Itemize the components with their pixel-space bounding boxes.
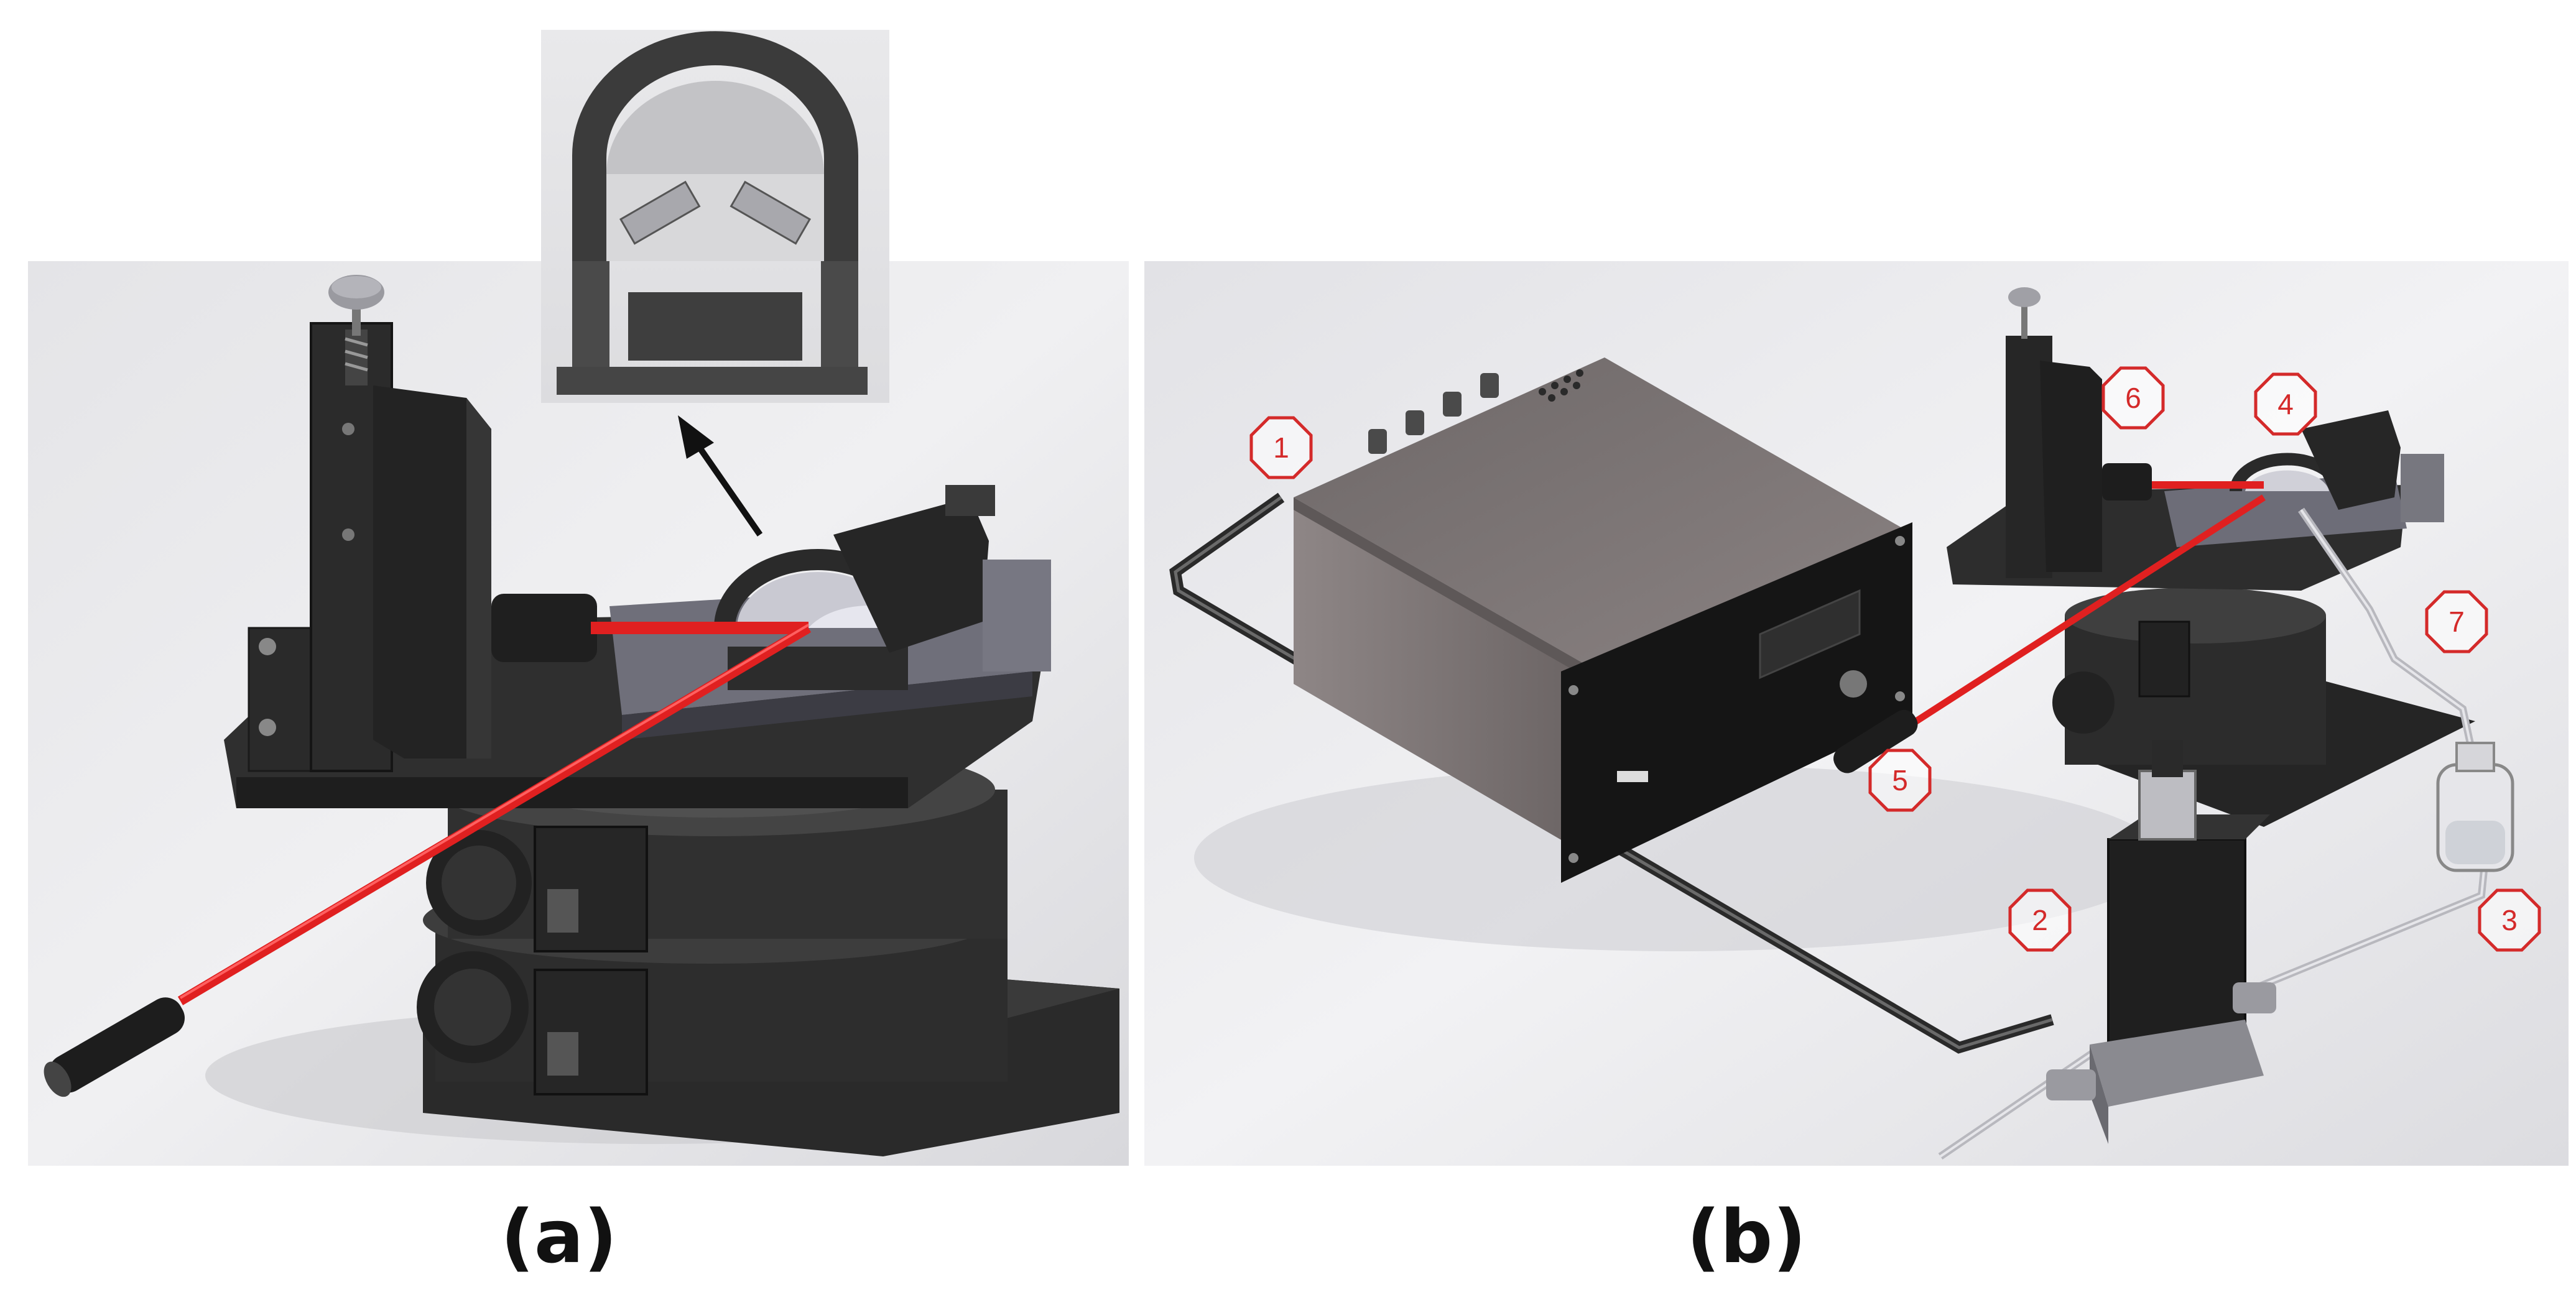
detector-barrel	[491, 594, 597, 662]
inset-prism	[606, 81, 824, 174]
controller-bnc-connector	[1840, 670, 1867, 698]
callout-badge-4	[2254, 372, 2317, 436]
inset-arrow-head	[678, 415, 714, 459]
callout-label-6: 6	[2125, 382, 2141, 414]
callout-badge-5	[1868, 749, 1932, 812]
callout-label-5: 5	[1892, 764, 1908, 796]
inset-base-block	[628, 292, 802, 361]
b-knob	[2052, 671, 2115, 734]
panel-a	[28, 30, 1129, 1166]
inset-fiber-left	[619, 180, 701, 245]
callouts: 1 2 3 4 5 6 7	[1249, 366, 2541, 952]
controller-side	[1294, 497, 1592, 858]
b-laser-pointer	[1833, 709, 1918, 773]
inset-base-plate	[557, 367, 868, 395]
goniometer-arm	[833, 497, 989, 653]
inset-arrow-shaft	[692, 440, 763, 537]
laser-pointer	[44, 997, 185, 1097]
callout-label-1: 1	[1273, 431, 1289, 464]
controller-top	[1294, 357, 1903, 668]
inset-holder-arch	[572, 31, 858, 261]
panel-b-shadow	[1194, 765, 2164, 951]
b-goniometer-arm	[2301, 410, 2401, 510]
controller-display	[1759, 589, 1861, 680]
controller-switch	[1617, 771, 1648, 782]
b-detector-block	[2040, 361, 2102, 572]
detector-block	[373, 385, 491, 759]
inset-fiber-right	[730, 180, 812, 245]
flow-controller-connector	[2138, 770, 2197, 841]
callout-label-4: 4	[2277, 388, 2294, 420]
callout-badge-6	[2101, 366, 2165, 430]
callout-label-7: 7	[2449, 606, 2465, 638]
caption-a: (a)	[501, 1194, 618, 1280]
callout-badge-2	[2008, 888, 2072, 952]
callout-label-2: 2	[2032, 904, 2048, 936]
b-laser-beam-input	[1895, 494, 2266, 737]
controller-connectors	[1368, 373, 1499, 454]
b-motor	[2138, 620, 2190, 698]
callout-badge-3	[2478, 888, 2541, 952]
laser-beam-input	[177, 624, 812, 1005]
b-adjust-screw	[2008, 287, 2041, 307]
callout-badge-1	[1249, 416, 1313, 479]
callout-label-3: 3	[2501, 904, 2518, 936]
panel-b: 1 2 3 4 5 6 7	[1144, 261, 2569, 1166]
flow-controller	[2107, 838, 2246, 1046]
flow-controller-base	[2090, 1020, 2264, 1107]
caption-b: (b)	[1687, 1194, 1807, 1280]
callout-badge-7	[2425, 590, 2488, 653]
b-detector-barrel	[2102, 463, 2152, 500]
